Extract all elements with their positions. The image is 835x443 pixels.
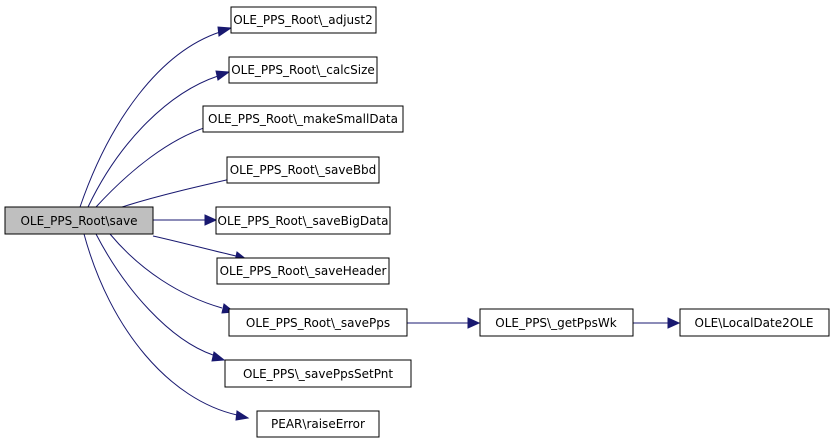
node-localDate2OLE-label: OLE\LocalDate2OLE — [695, 316, 814, 330]
node-saveHeader-label: OLE_PPS_Root\_saveHeader — [220, 264, 387, 278]
edge-root-raiseError — [83, 233, 238, 416]
edge-root-adjust2 — [79, 31, 221, 208]
edge-root-makeSmallData — [95, 125, 211, 208]
node-makeSmallData[interactable]: OLE_PPS_Root\_makeSmallData — [202, 105, 404, 133]
node-root[interactable]: OLE_PPS_Root\save — [4, 206, 154, 235]
node-saveHeader[interactable]: OLE_PPS_Root\_saveHeader — [216, 257, 390, 285]
edge-root-savePps — [109, 233, 223, 309]
node-savePpsSetPnt[interactable]: OLE_PPS\_savePpsSetPnt — [224, 359, 412, 388]
edge-root-adjust2-arrowhead — [217, 26, 233, 37]
node-calcSize-label: OLE_PPS_Root\_calcSize — [231, 63, 375, 77]
node-root-label: OLE_PPS_Root\save — [20, 214, 137, 228]
edge-root-saveHeader — [152, 235, 237, 257]
node-adjust2[interactable]: OLE_PPS_Root\_adjust2 — [230, 6, 377, 34]
edge-root-raiseError-arrowhead — [235, 410, 250, 421]
edge-root-calcSize — [87, 75, 219, 208]
node-saveBbd-label: OLE_PPS_Root\_saveBbd — [230, 163, 377, 177]
node-calcSize[interactable]: OLE_PPS_Root\_calcSize — [228, 56, 378, 84]
node-getPpsWk-label: OLE_PPS\_getPpsWk — [495, 316, 617, 330]
node-savePps-label: OLE_PPS_Root\_savePps — [246, 316, 390, 330]
node-raiseError[interactable]: PEAR\raiseError — [256, 410, 380, 438]
node-localDate2OLE[interactable]: OLE\LocalDate2OLE — [679, 308, 830, 337]
node-saveBigData[interactable]: OLE_PPS_Root\_saveBigData — [215, 206, 391, 235]
edge-root-saveBigData-arrowhead — [204, 214, 218, 226]
node-raiseError-label: PEAR\raiseError — [271, 417, 365, 431]
node-saveBbd[interactable]: OLE_PPS_Root\_saveBbd — [226, 156, 380, 184]
node-savePpsSetPnt-label: OLE_PPS\_savePpsSetPnt — [243, 367, 393, 381]
edge-root-savePpsSetPnt — [95, 233, 214, 356]
node-getPpsWk[interactable]: OLE_PPS\_getPpsWk — [479, 308, 634, 337]
node-saveBigData-label: OLE_PPS_Root\_saveBigData — [218, 214, 389, 228]
edge-root-savePpsSetPnt-arrowhead — [211, 351, 226, 362]
node-savePps[interactable]: OLE_PPS_Root\_savePps — [228, 308, 408, 337]
node-adjust2-label: OLE_PPS_Root\_adjust2 — [233, 13, 373, 27]
node-makeSmallData-label: OLE_PPS_Root\_makeSmallData — [208, 112, 398, 126]
edge-savePps-getPpsWk-arrowhead — [467, 317, 481, 329]
edge-getPpsWk-localDate2OLE-arrowhead — [667, 317, 681, 329]
edge-root-calcSize-arrowhead — [215, 70, 231, 81]
edge-root-saveBbd — [121, 175, 245, 208]
